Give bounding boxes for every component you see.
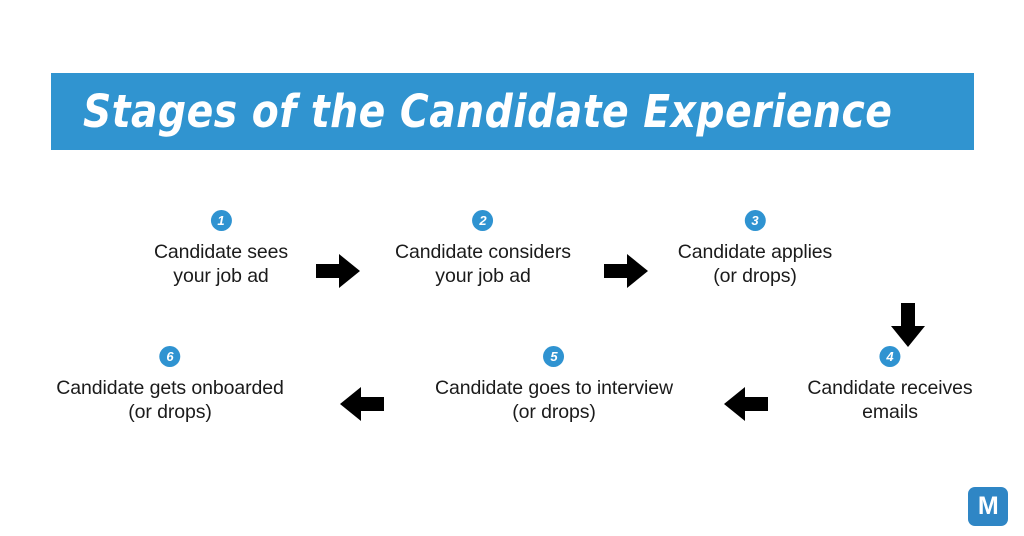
arrow-stage-3-to-4 bbox=[888, 303, 928, 347]
stage-label-line-2: (or drops) bbox=[512, 401, 596, 423]
stage-label-line-2: your job ad bbox=[435, 265, 531, 287]
arrow-stage-1-to-2 bbox=[316, 251, 360, 291]
page-title: Stages of the Candidate Experience bbox=[83, 85, 893, 138]
stage-label-line-2: (or drops) bbox=[128, 401, 212, 423]
stage-label-line-1: Candidate sees bbox=[153, 241, 289, 263]
stage-number-badge: 4 bbox=[879, 346, 901, 367]
stage-number-badge: 6 bbox=[159, 346, 181, 367]
stage-number-badge: 2 bbox=[472, 210, 494, 231]
title-banner: Stages of the Candidate Experience bbox=[51, 73, 974, 150]
stage-label-line-2: emails bbox=[862, 401, 918, 423]
stage-label-line-1: Candidate applies bbox=[677, 241, 833, 263]
stage-label-line-2: your job ad bbox=[173, 265, 269, 287]
left-arrow-icon bbox=[724, 387, 768, 421]
stage-label-line-2: (or drops) bbox=[713, 265, 797, 287]
left-arrow-icon bbox=[340, 387, 384, 421]
stage-label: Candidate gets onboarded(or drops) bbox=[56, 376, 284, 424]
stage-number-badge: 1 bbox=[210, 210, 232, 231]
right-arrow-icon bbox=[604, 254, 648, 288]
arrow-stage-5-to-6 bbox=[340, 384, 384, 424]
arrow-stage-2-to-3 bbox=[604, 251, 648, 291]
stage-label: Candidate applies(or drops) bbox=[677, 240, 833, 288]
stage-label-line-1: Candidate goes to interview bbox=[435, 377, 673, 399]
stage-number-badge: 3 bbox=[744, 210, 766, 231]
logo-letter: M bbox=[977, 492, 999, 520]
brand-logo: M bbox=[968, 487, 1008, 526]
stage-label-line-1: Candidate considers bbox=[395, 241, 571, 263]
down-arrow-icon bbox=[891, 303, 925, 347]
stage-label-line-1: Candidate gets onboarded bbox=[56, 377, 284, 399]
right-arrow-icon bbox=[316, 254, 360, 288]
arrow-stage-4-to-5 bbox=[724, 384, 768, 424]
stage-number-badge: 5 bbox=[543, 346, 565, 367]
stage-label-line-1: Candidate receives bbox=[807, 377, 973, 399]
stage-label: Candidate goes to interview(or drops) bbox=[435, 376, 673, 424]
